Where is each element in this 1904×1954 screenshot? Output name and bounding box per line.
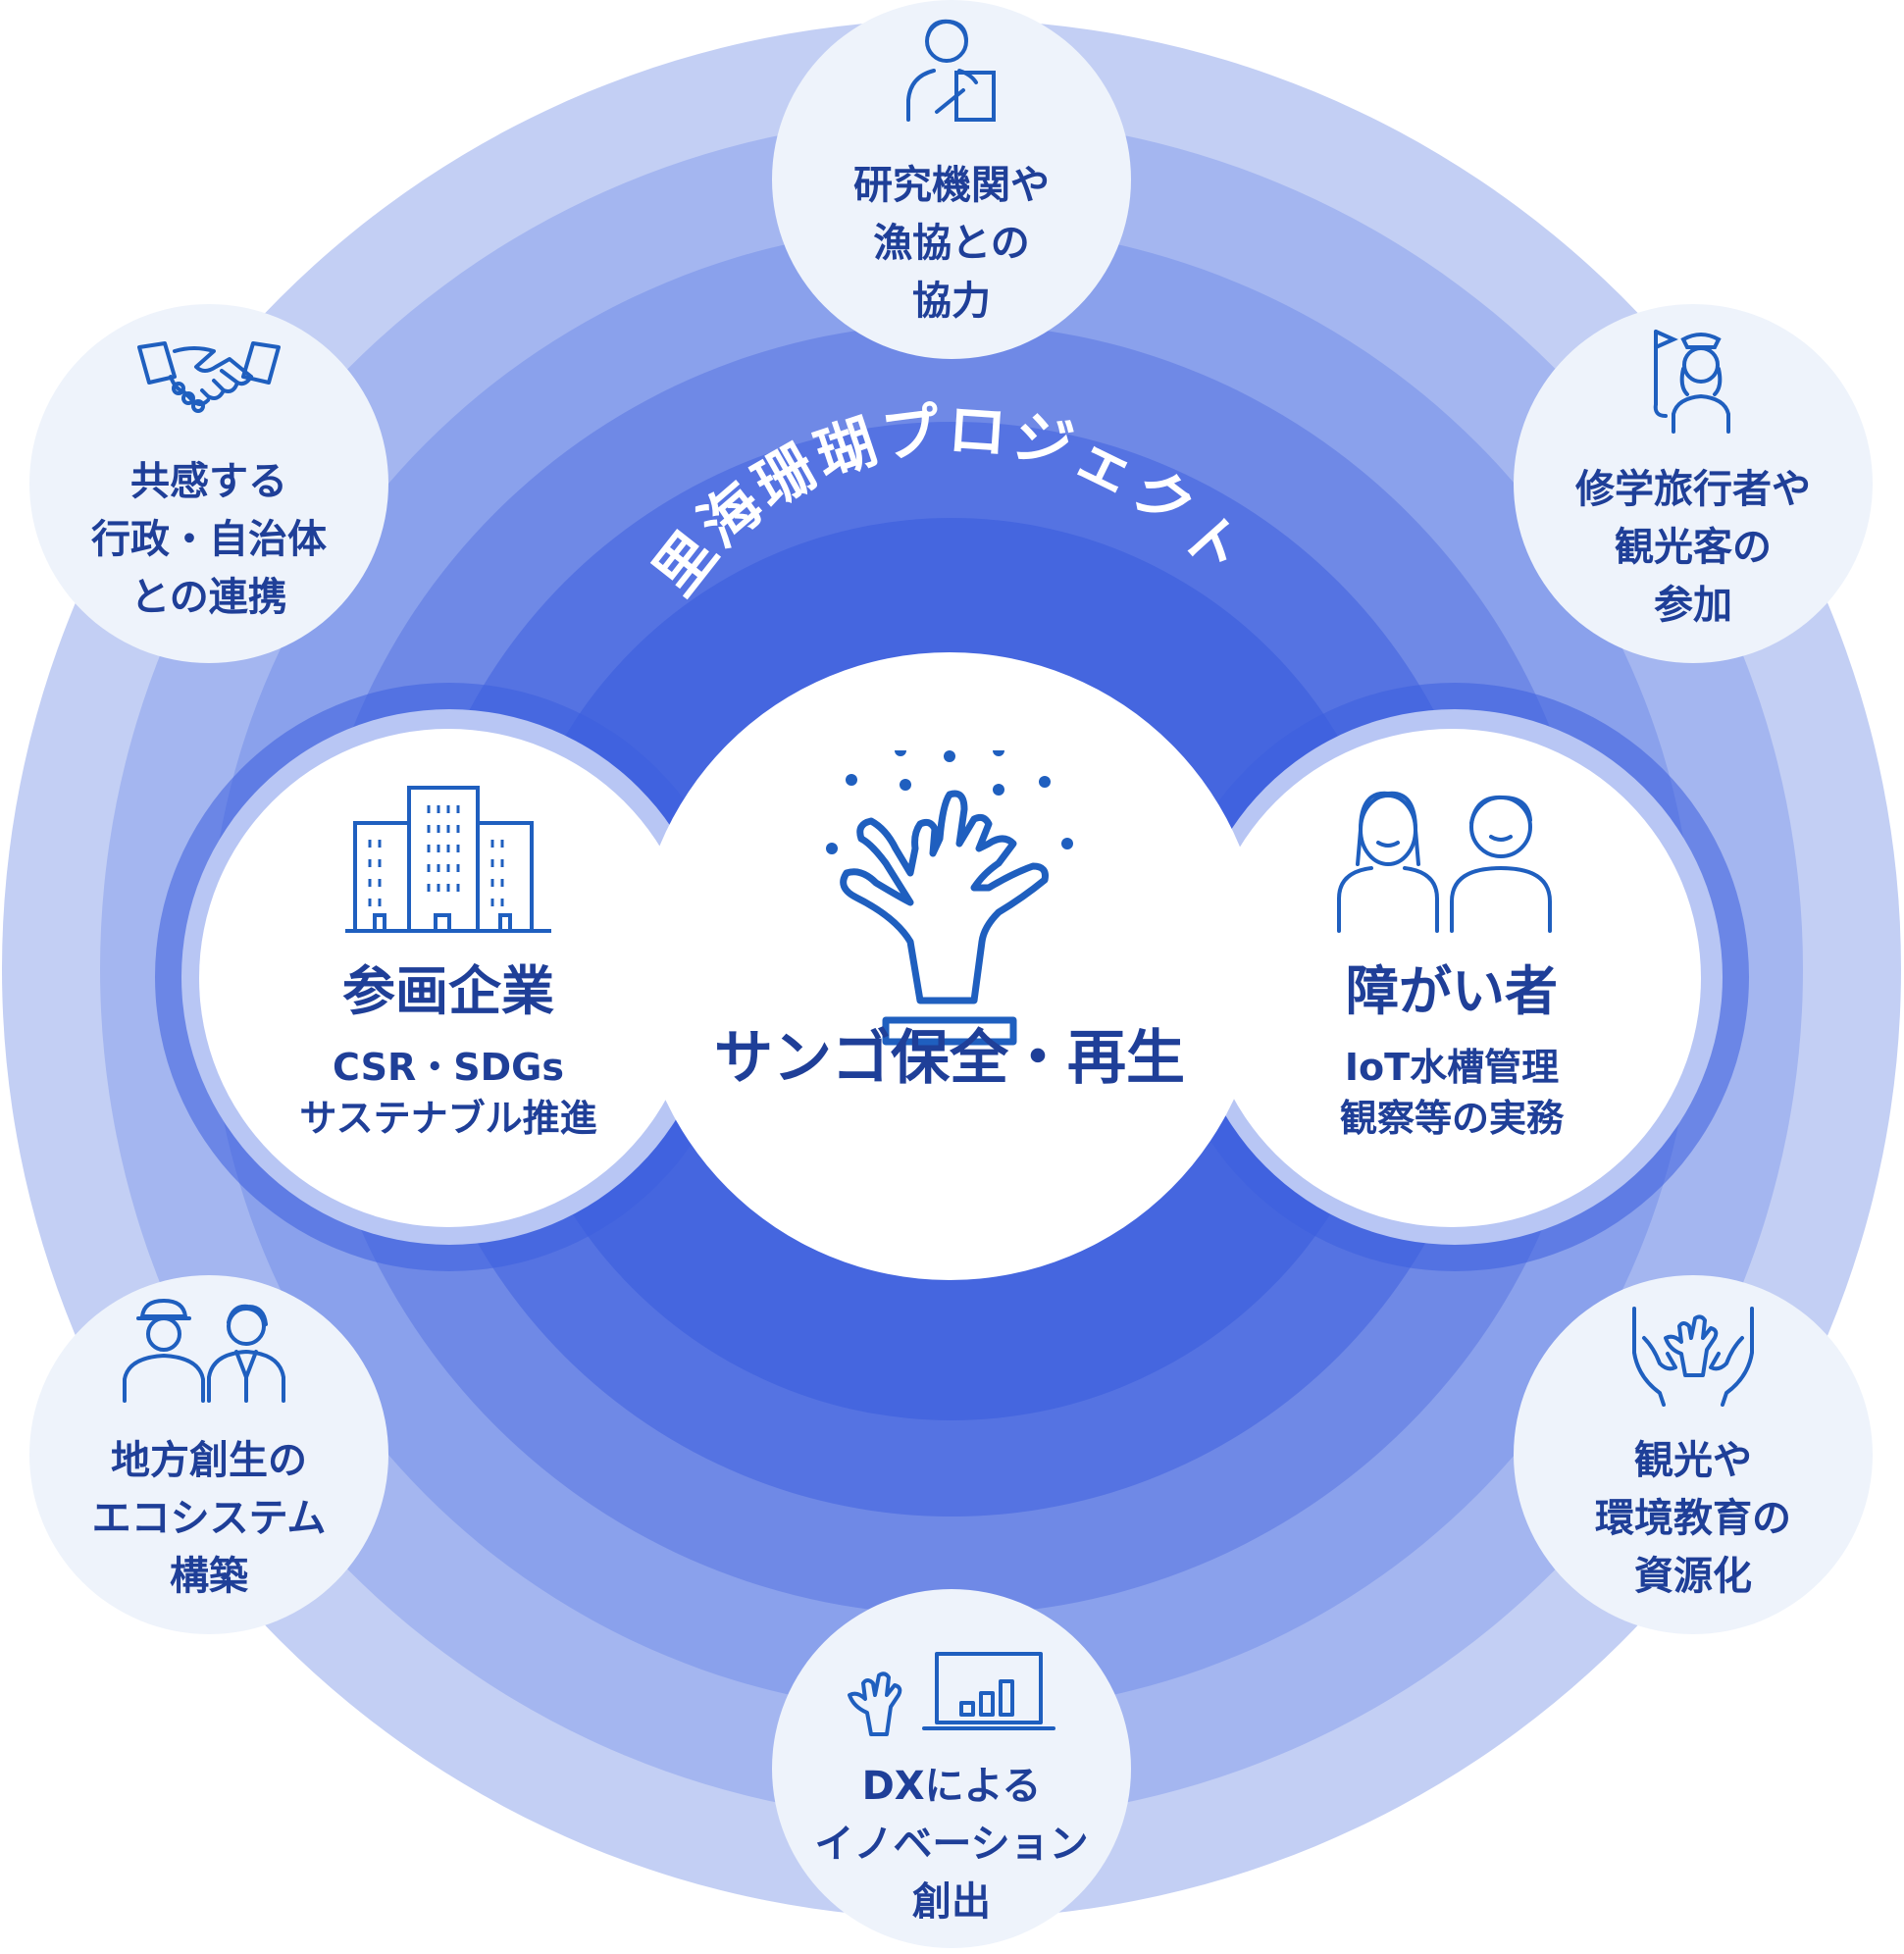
workers-icon — [123, 1299, 285, 1403]
satellite-dx-label: DXによる イノベーション 創出 — [814, 1758, 1088, 1931]
label-line: 観光や — [1634, 1438, 1752, 1483]
satellite-government-label: 共感する 行政・自治体 との連携 — [91, 453, 327, 627]
satellite-research-label: 研究機関や 漁協との 協力 — [853, 157, 1050, 331]
label-line: 協力 — [912, 279, 991, 324]
center-title: サンゴ保全・再生 — [714, 1024, 1185, 1093]
label-line: 行政・自治体 — [91, 517, 327, 562]
label-line: 修学旅行者や — [1575, 467, 1811, 512]
satellite-dx: DXによる イノベーション 創出 — [772, 1589, 1131, 1948]
tour-guide-icon — [1653, 330, 1730, 434]
label-line: DXによる — [861, 1764, 1042, 1809]
svg-text:里海珊瑚プロジェクト: 里海珊瑚プロジェクト — [641, 395, 1260, 608]
center-circle: サンゴ保全・再生 — [636, 652, 1263, 1280]
label-line: 創出 — [911, 1879, 991, 1925]
label-line: 観光客の — [1615, 525, 1772, 570]
label-line: 研究機関や — [853, 163, 1050, 208]
coral-icon — [826, 750, 1073, 1046]
label-line: との連携 — [130, 575, 287, 620]
left-partner-line-1: CSR・SDGs — [333, 1046, 564, 1089]
satellite-education: 観光や 環境教育の 資源化 — [1514, 1275, 1873, 1634]
right-partner-title: 障がい者 — [1346, 960, 1558, 1022]
right-partner-circle: 障がい者 IoT水槽管理 観察等の実務 — [1203, 729, 1701, 1227]
satellite-regional: 地方創生の エコシステム 構築 — [29, 1275, 388, 1634]
label-line: 地方創生の — [111, 1438, 307, 1483]
satellite-regional-label: 地方創生の エコシステム 構築 — [92, 1432, 327, 1606]
satellite-education-label: 観光や 環境教育の 資源化 — [1595, 1432, 1791, 1606]
label-line: 参加 — [1654, 583, 1732, 628]
handshake-icon — [137, 341, 281, 413]
left-partner-line-2: サステナブル推進 — [299, 1097, 597, 1140]
satellite-research: 研究機関や 漁協との 協力 — [772, 0, 1131, 359]
satellite-tourists-label: 修学旅行者や 観光客の 参加 — [1575, 461, 1811, 635]
label-line: 共感する — [130, 459, 287, 504]
left-partner-title: 参画企業 — [342, 960, 554, 1022]
right-partner-line-2: 観察等の実務 — [1339, 1097, 1564, 1140]
satellite-government: 共感する 行政・自治体 との連携 — [29, 304, 388, 663]
researcher-icon — [906, 19, 996, 122]
right-partner-line-1: IoT水槽管理 — [1344, 1046, 1560, 1089]
satellite-tourists: 修学旅行者や 観光客の 参加 — [1514, 304, 1873, 663]
hands-coral-icon — [1632, 1307, 1754, 1407]
coral-laptop-icon — [848, 1652, 1055, 1736]
left-partner-circle: 参画企業 CSR・SDGs サステナブル推進 — [199, 729, 697, 1227]
label-line: イノベーション — [814, 1822, 1089, 1867]
people-icon — [1337, 791, 1552, 933]
label-line: 漁協との — [873, 221, 1030, 266]
label-line: 環境教育の — [1595, 1496, 1791, 1541]
label-line: エコシステム — [91, 1496, 327, 1541]
label-line: 資源化 — [1634, 1554, 1752, 1599]
buildings-icon — [345, 786, 551, 933]
project-title: 里海珊瑚プロジェクト — [641, 395, 1256, 608]
label-line: 構築 — [170, 1554, 248, 1599]
